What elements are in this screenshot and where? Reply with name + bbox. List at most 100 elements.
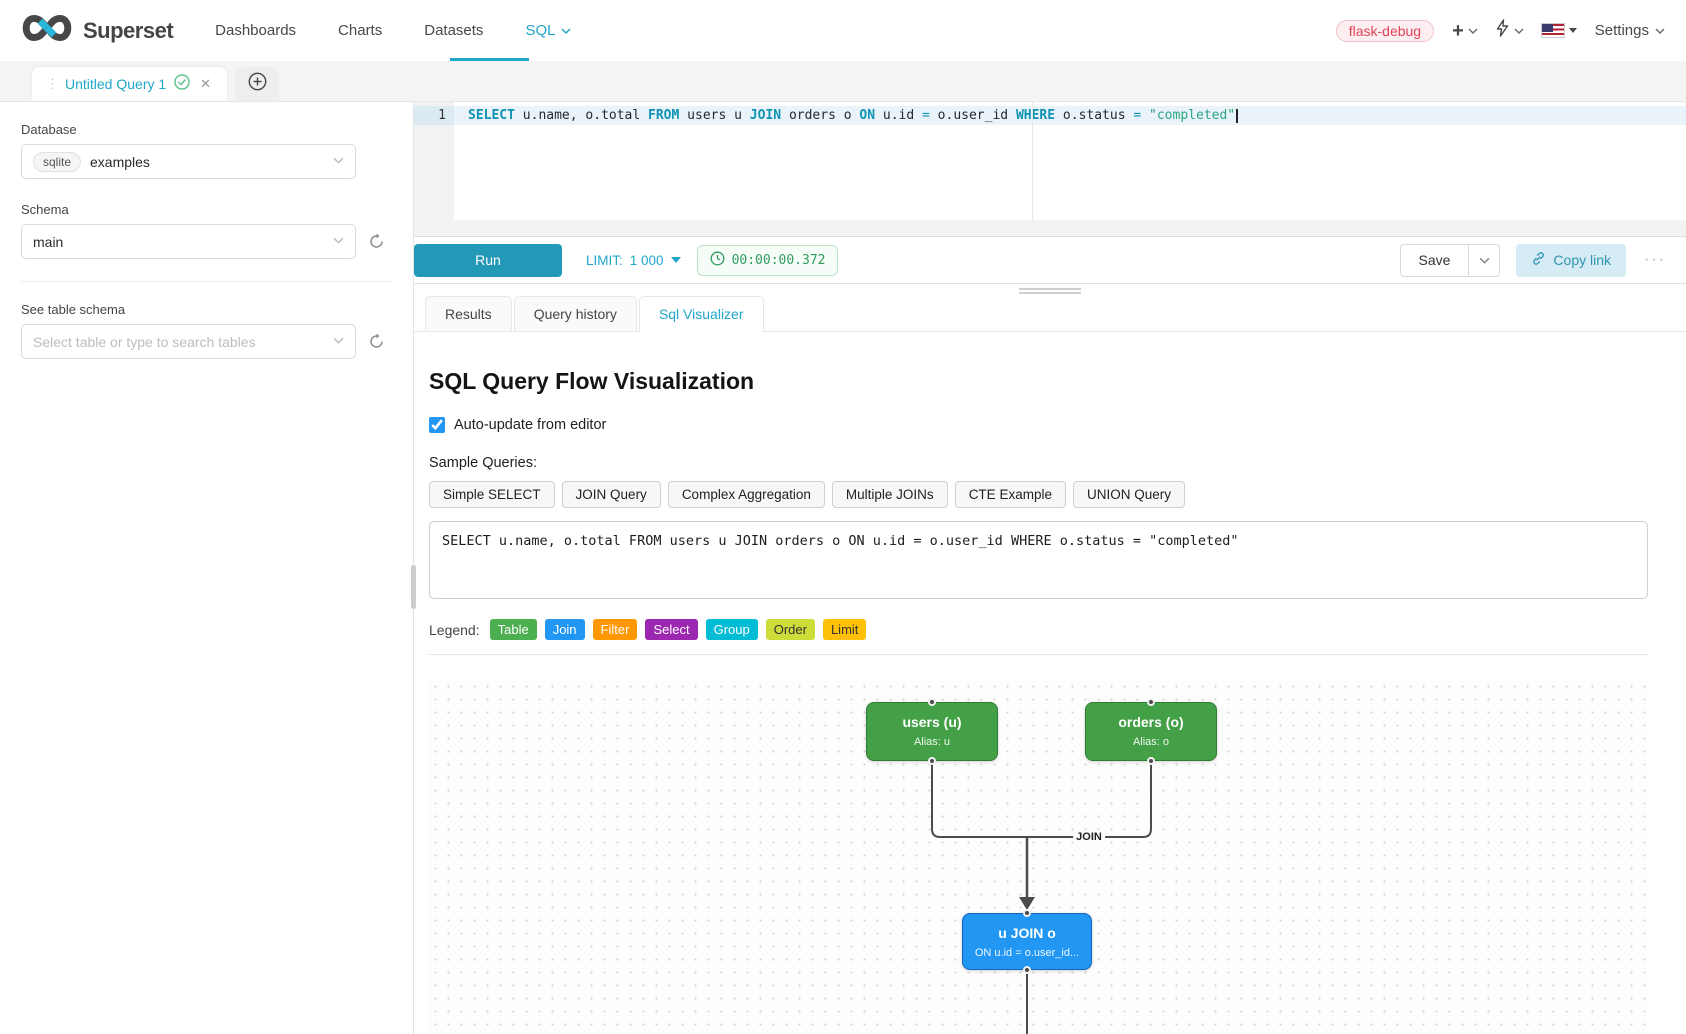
auto-update-checkbox[interactable] [429,417,445,433]
node-handle[interactable] [1147,757,1155,765]
sample-simple-select-button[interactable]: Simple SELECT [429,481,555,508]
tab-query-history[interactable]: Query history [513,296,637,331]
node-handle[interactable] [928,698,936,706]
infinity-logo-icon [21,13,73,48]
circle-plus-icon [248,72,267,96]
legend-label: Legend: [429,621,480,638]
flow-node-users[interactable]: users (u) Alias: u [866,702,998,761]
nav-dashboards[interactable]: Dashboards [215,22,297,39]
database-select[interactable]: sqlite examples [21,144,356,179]
settings-menu[interactable]: Settings [1595,22,1665,39]
sample-cte-example-button[interactable]: CTE Example [954,481,1066,508]
legend-row: Legend: Table Join Filter Select Group O… [429,619,1668,640]
chevron-down-icon [1514,26,1524,35]
limit-value: 1 000 [629,252,664,268]
close-tab-icon[interactable]: ✕ [200,76,212,91]
table-schema-label: See table schema [21,302,126,317]
tab-sql-visualizer[interactable]: Sql Visualizer [638,296,764,332]
editor-gutter: 1 [414,102,454,220]
more-actions-button[interactable]: ··· [1644,251,1666,268]
link-icon [1531,251,1546,269]
refresh-schemas-icon[interactable] [368,233,385,250]
header-right: flask-debug + Settings [1335,19,1665,42]
query-flow-canvas[interactable]: users (u) Alias: u orders (o) Alias: o u… [429,680,1648,1034]
node-title: orders (o) [1118,714,1184,730]
sample-union-query-button[interactable]: UNION Query [1072,481,1185,508]
clock-icon [710,251,725,270]
drag-handle-icon[interactable]: ⋮ [46,76,59,91]
limit-dropdown[interactable]: LIMIT: 1 000 [586,253,681,268]
sample-query-buttons: Simple SELECT JOIN Query Complex Aggrega… [429,481,1668,508]
us-flag-icon [1540,23,1565,38]
splitter-drag-handle[interactable] [1019,286,1081,296]
node-handle[interactable] [1023,966,1031,974]
node-handle[interactable] [928,757,936,765]
schema-select[interactable]: main [21,224,356,259]
flow-edges [931,761,1152,1034]
node-subtitle: Alias: o [1132,736,1170,748]
sqllab-sidebar: Database sqlite examples Schema main See… [0,102,416,1034]
print-margin-line [1032,102,1033,220]
result-tabs: Results Query history Sql Visualizer [414,296,1686,332]
sample-queries-label: Sample Queries: [429,455,537,471]
chevron-down-icon [561,26,571,35]
node-handle[interactable] [1147,698,1155,706]
legend-badge-order: Order [765,619,815,640]
legend-badge-table: Table [489,619,537,640]
database-value: examples [90,153,150,170]
sqllab-main: 1 SELECT u.name, o.total FROM users u JO… [414,102,1686,1034]
query-tab-label: Untitled Query 1 [65,76,167,92]
sql-editor[interactable]: 1 SELECT u.name, o.total FROM users u JO… [414,102,1686,220]
text-cursor [1236,108,1239,123]
table-search-select[interactable]: Select table or type to search tables [21,324,356,359]
nav-sql[interactable]: SQL [525,22,571,39]
run-button[interactable]: Run [414,243,562,277]
chevron-down-icon [333,233,344,251]
sample-join-query-button[interactable]: JOIN Query [561,481,661,508]
node-handle[interactable] [1023,909,1031,917]
plus-icon: + [1452,19,1464,42]
join-edge-label: JOIN [1073,830,1105,844]
tab-results[interactable]: Results [425,296,512,331]
nav-datasets[interactable]: Datasets [424,22,484,39]
timer-value: 00:00:00.372 [731,252,826,268]
active-nav-underline [450,58,529,61]
limit-label: LIMIT: [586,252,623,268]
query-tab-untitled[interactable]: ⋮ Untitled Query 1 ✕ [32,67,228,101]
caret-down-icon [1568,28,1577,33]
nav-charts[interactable]: Charts [338,22,383,39]
save-options-button[interactable] [1468,243,1501,277]
content-divider [429,654,1648,655]
editor-code-area[interactable]: SELECT u.name, o.total FROM users u JOIN… [454,102,1686,220]
chevron-down-icon [333,153,344,171]
copy-link-button[interactable]: Copy link [1516,243,1627,277]
table-search-placeholder: Select table or type to search tables [33,333,256,350]
query-tab-strip: ⋮ Untitled Query 1 ✕ [0,61,1686,102]
database-engine-badge: sqlite [33,151,82,172]
flow-node-join[interactable]: u JOIN o ON u.id = o.user_id... [962,913,1092,970]
sample-multiple-joins-button[interactable]: Multiple JOINs [831,481,948,508]
editor-toolbar: Run LIMIT: 1 000 00:00:00.372 Save [414,237,1686,284]
lightning-icon [1495,19,1510,42]
schema-label: Schema [21,202,69,217]
new-query-tab-button[interactable] [235,67,280,101]
refresh-tables-icon[interactable] [368,333,385,350]
save-button[interactable]: Save [1399,243,1469,277]
legend-badge-select: Select [645,619,698,640]
query-search-menu[interactable] [1495,19,1524,42]
visualizer-title: SQL Query Flow Visualization [429,368,755,394]
chevron-down-icon [1468,26,1478,35]
flow-node-orders[interactable]: orders (o) Alias: o [1085,702,1217,761]
superset-logo[interactable]: Superset [21,13,174,48]
sample-complex-aggregation-button[interactable]: Complex Aggregation [667,481,825,508]
sidebar-resize-handle[interactable] [411,565,416,609]
line-number: 1 [414,106,454,125]
language-picker[interactable] [1540,23,1577,38]
node-title: u JOIN o [998,925,1056,941]
saved-check-icon [174,73,190,95]
legend-badge-join: Join [544,619,585,640]
add-new-button[interactable]: + [1452,19,1478,42]
editor-scrollbar-track[interactable] [414,220,1686,237]
environment-tag: flask-debug [1335,19,1435,42]
visualizer-query-input[interactable]: SELECT u.name, o.total FROM users u JOIN… [429,521,1648,599]
